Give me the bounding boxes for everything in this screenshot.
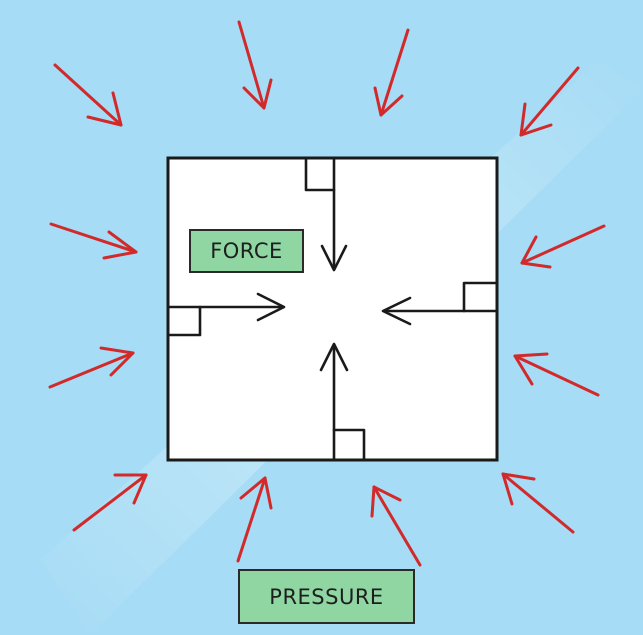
pressure-arrows <box>48 20 606 567</box>
surface-box <box>166 156 499 462</box>
pressure-arrow-top-left-corner <box>53 63 123 127</box>
pressure-arrow-bottom-left-corner <box>72 473 148 532</box>
force-label: FORCE <box>189 229 304 273</box>
force-arrow-top <box>304 156 348 272</box>
force-arrow-bottom <box>319 342 366 462</box>
pressure-arrow-left-1 <box>49 222 138 260</box>
force-arrow-right <box>381 281 499 326</box>
pressure-arrow-bottom-right-corner <box>501 472 575 534</box>
pressure-arrow-bottom-1 <box>236 476 273 563</box>
force-arrows <box>166 156 499 462</box>
pressure-arrow-top-2 <box>373 28 410 117</box>
pressure-arrow-left-2 <box>48 346 135 389</box>
pressure-arrow-top-1 <box>237 20 273 110</box>
pressure-arrow-right-1 <box>520 224 606 269</box>
pressure-label: PRESSURE <box>238 569 415 624</box>
force-arrow-left <box>166 292 286 337</box>
pressure-arrow-right-2 <box>513 352 600 397</box>
pressure-arrow-bottom-2 <box>370 485 422 567</box>
pressure-arrow-top-right-corner <box>519 66 580 137</box>
